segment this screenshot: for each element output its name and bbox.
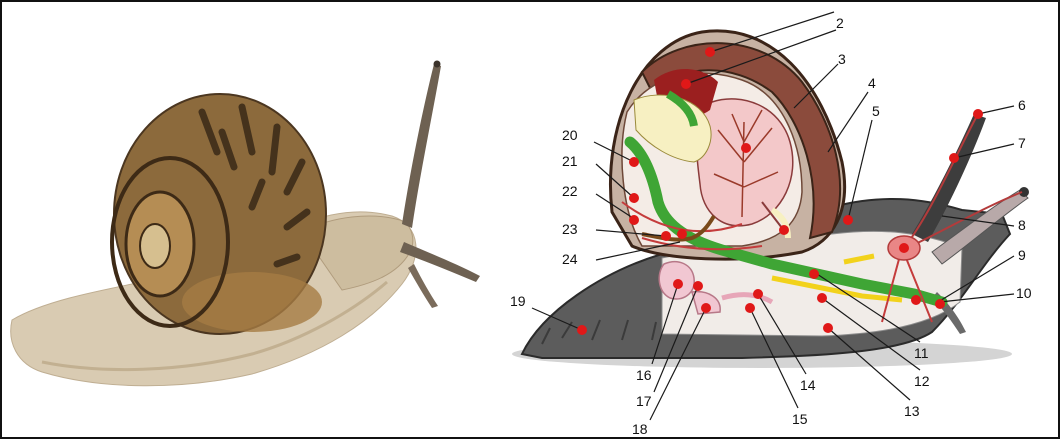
- label-23: 23: [562, 221, 578, 237]
- anatomy-diagram: [512, 31, 1029, 368]
- shell-lip: [182, 272, 322, 332]
- label-11: 11: [914, 345, 929, 361]
- tentacle-eye: [434, 61, 441, 68]
- label-14: 14: [800, 377, 816, 393]
- label-18: 18: [632, 421, 648, 437]
- label-3: 3: [838, 51, 846, 67]
- label-19: 19: [510, 293, 526, 309]
- snail-upper-tentacle: [402, 64, 441, 228]
- shell-whorl-inner: [140, 224, 170, 268]
- label-13: 13: [904, 403, 920, 419]
- label-21: 21: [562, 153, 578, 169]
- label-2: 2: [836, 15, 844, 31]
- label-17: 17: [636, 393, 652, 409]
- label-22: 22: [562, 183, 578, 199]
- label-20: 20: [562, 127, 578, 143]
- label-16: 16: [636, 367, 652, 383]
- snail-photo: [11, 61, 480, 386]
- label-4: 4: [868, 75, 876, 91]
- label-6: 6: [1018, 97, 1026, 113]
- label-7: 7: [1018, 135, 1026, 151]
- label-9: 9: [1018, 247, 1026, 263]
- label-24: 24: [562, 251, 578, 267]
- label-15: 15: [792, 411, 808, 427]
- label-8: 8: [1018, 217, 1026, 233]
- label-12: 12: [914, 373, 930, 389]
- snail-small-tentacle: [408, 264, 438, 308]
- label-5: 5: [872, 103, 880, 119]
- label-10: 10: [1016, 285, 1032, 301]
